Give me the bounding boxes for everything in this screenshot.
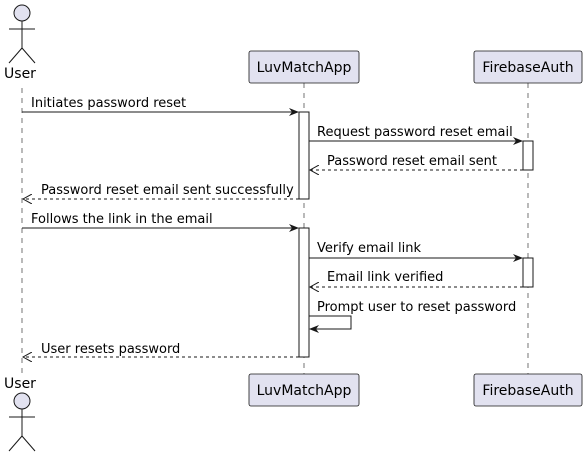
actor-user-top: User — [4, 4, 36, 82]
actor-user-label-top: User — [4, 66, 36, 82]
message-label: Prompt user to reset password — [317, 300, 516, 315]
message-1: Initiates password reset — [22, 96, 299, 116]
message-5: Follows the link in the email — [22, 212, 299, 232]
message-label: Verify email link — [317, 241, 421, 256]
message-7: Email link verified — [310, 270, 523, 287]
participant-firebase-label-bottom: FirebaseAuth — [482, 383, 573, 399]
activation-app-1 — [298, 111, 310, 200]
message-label: Password reset email sent successfully — [41, 183, 294, 198]
actor-head — [13, 392, 31, 410]
message-label: Request password reset email — [317, 125, 513, 140]
actor-user-bottom: User — [4, 376, 36, 452]
participant-firebase-top: FirebaseAuth — [473, 50, 583, 84]
message-3: Password reset email sent — [310, 154, 523, 170]
participant-app-label-bottom: LuvMatchApp — [257, 383, 352, 399]
activation-app-2 — [298, 227, 310, 358]
actor-user-label-bottom: User — [4, 376, 36, 392]
activation-firebase-1 — [522, 140, 534, 171]
message-4: Password reset email sent successfully — [23, 183, 299, 199]
participant-app-bottom: LuvMatchApp — [248, 373, 360, 407]
message-label: Password reset email sent — [327, 154, 497, 169]
activation-firebase-2 — [522, 257, 534, 288]
message-6: Verify email link — [309, 241, 523, 262]
message-8-self: Prompt user to reset password — [309, 300, 516, 333]
participant-app-label-top: LuvMatchApp — [257, 60, 352, 76]
message-label: Email link verified — [327, 270, 443, 285]
participant-firebase-label-top: FirebaseAuth — [482, 60, 573, 76]
message-label: Initiates password reset — [31, 96, 186, 111]
actor-head — [13, 4, 31, 22]
message-label: User resets password — [41, 342, 180, 357]
message-9: User resets password — [23, 342, 299, 357]
message-label: Follows the link in the email — [31, 212, 213, 227]
message-2: Request password reset email — [309, 125, 523, 145]
participant-firebase-bottom: FirebaseAuth — [473, 373, 583, 407]
participant-app-top: LuvMatchApp — [248, 50, 360, 84]
